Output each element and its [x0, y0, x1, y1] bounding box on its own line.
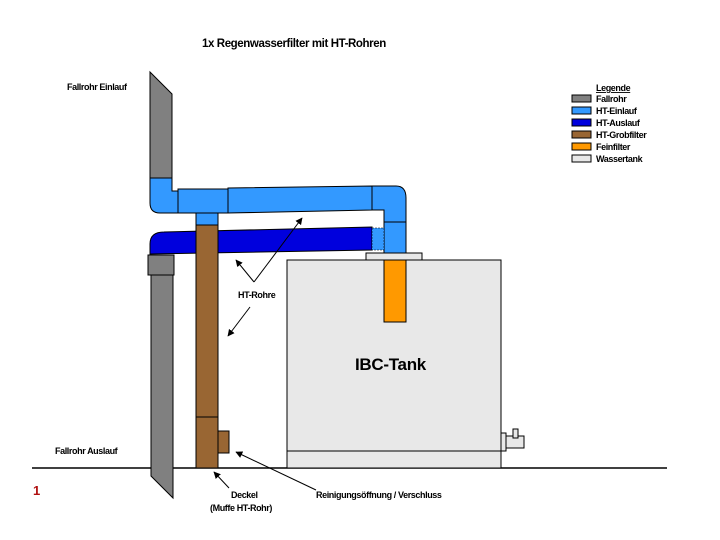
legend-swatch: [571, 130, 592, 139]
label-deckel: Deckel: [231, 490, 258, 500]
ht-einlauf-elbow-right: [371, 185, 407, 223]
ht-einlauf-tee-drop: [195, 212, 219, 226]
fallrohr-upper: [149, 70, 173, 181]
grobfilter-muffe: [195, 416, 219, 469]
feinfilter: [383, 259, 407, 323]
ht-auslauf-pipe: [149, 226, 373, 255]
fallrohr-coupling: [147, 254, 175, 276]
grobfilter-pipe: [195, 224, 219, 418]
legend-label: HT-Auslauf: [596, 118, 641, 128]
ht-auslauf-connector: [371, 227, 385, 251]
legend-label: HT-Grobfilter: [596, 130, 647, 140]
arrow-ht-rohre-grobfilter: [227, 306, 251, 337]
ht-einlauf-elbow-left: [149, 177, 179, 214]
fallrohr-lower: [150, 274, 174, 500]
tap-flange: [500, 432, 507, 452]
ht-einlauf-horizontal: [227, 185, 373, 214]
arrow-ht-rohre-auslauf: [235, 259, 255, 283]
legend-swatch: [571, 94, 592, 103]
legend-swatch: [571, 154, 592, 163]
legend: Legende FallrohrHT-EinlaufHT-AuslaufHT-G…: [571, 83, 648, 164]
page-number: 1: [33, 483, 40, 498]
arrow-reinigung: [235, 451, 317, 491]
label-deckel-sub: (Muffe HT-Rohr): [210, 503, 272, 513]
tap-handle: [512, 428, 519, 439]
arrow-ht-rohre-einlauf: [253, 217, 303, 283]
label-fallrohr-einlauf: Fallrohr Einlauf: [67, 82, 128, 92]
tank-lid: [365, 252, 423, 261]
legend-label: Feinfilter: [596, 142, 631, 152]
legend-swatch: [571, 142, 592, 151]
label-ht-rohre: HT-Rohre: [238, 290, 276, 300]
label-reinigung: Reinigungsöffnung / Verschluss: [316, 490, 442, 500]
ht-einlauf-tee: [177, 188, 229, 214]
legend-title: Legende: [596, 83, 631, 93]
tank-label: IBC-Tank: [355, 355, 427, 374]
legend-label: Wassertank: [596, 154, 644, 164]
diagram-title: 1x Regenwasserfilter mit HT-Rohren: [202, 38, 386, 50]
label-fallrohr-auslauf: Fallrohr Auslauf: [55, 446, 119, 456]
legend-swatch: [571, 106, 592, 115]
legend-label: Fallrohr: [596, 94, 627, 104]
legend-label: HT-Einlauf: [596, 106, 638, 116]
legend-swatch: [571, 118, 592, 127]
arrow-deckel: [213, 471, 230, 489]
cleaning-cap: [217, 430, 230, 454]
